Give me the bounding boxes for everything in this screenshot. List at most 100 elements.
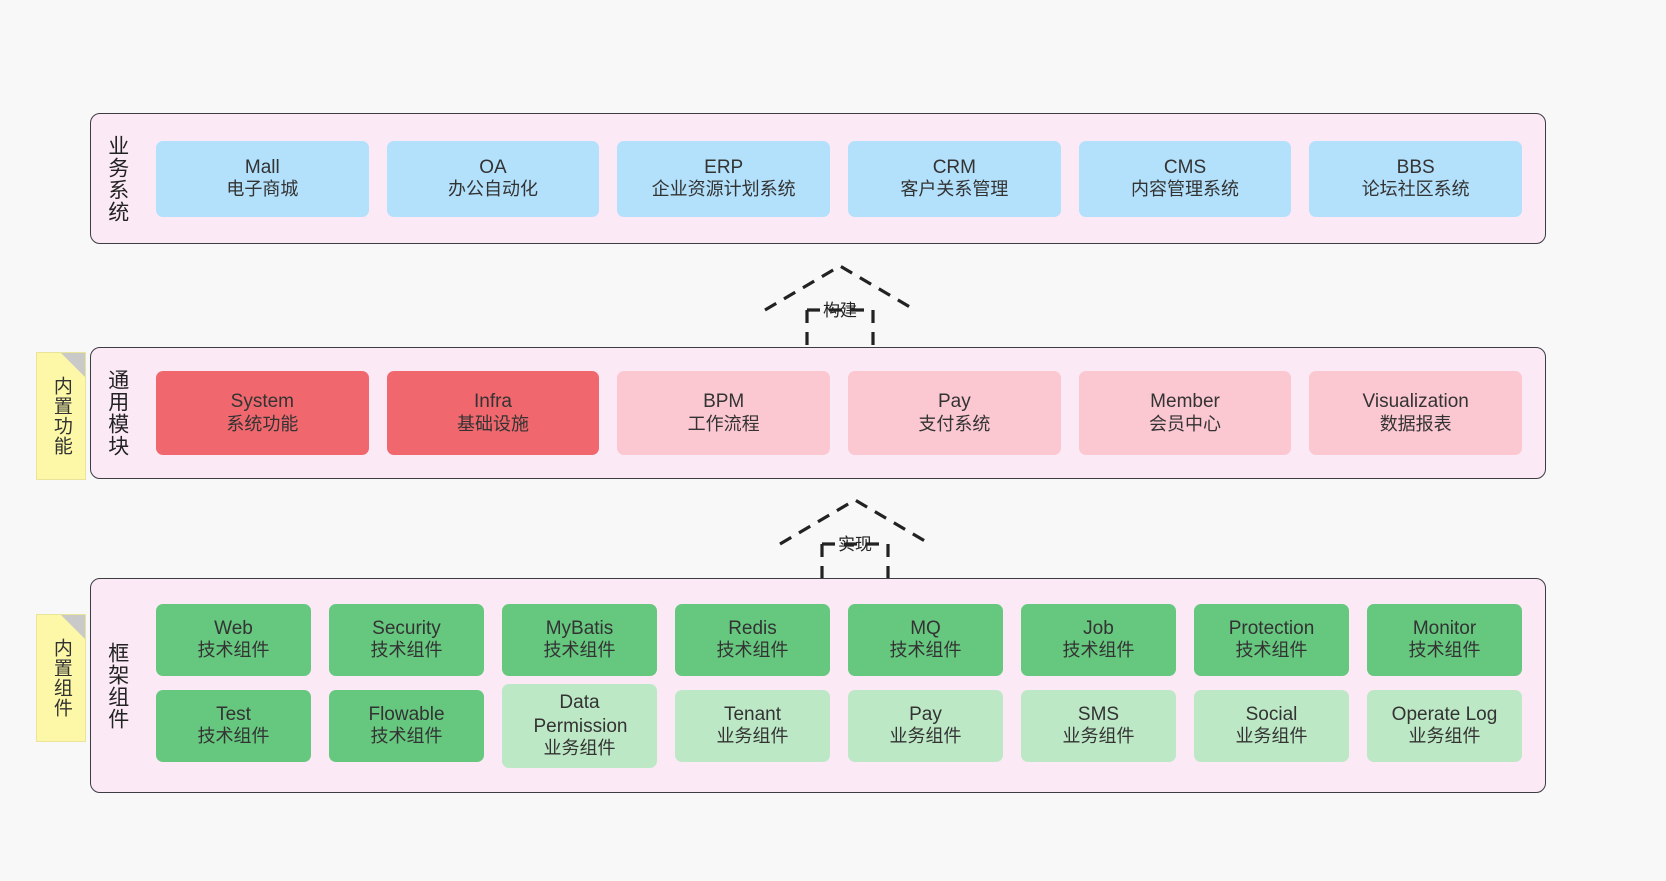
card-subtitle: 论坛社区系统	[1361, 179, 1470, 200]
connector-implement: 实现	[770, 492, 940, 584]
card-title: BBS	[1396, 156, 1435, 178]
card-subtitle: 业务组件	[716, 726, 789, 747]
card-flowable[interactable]: Flowable 技术组件	[329, 689, 484, 762]
note-fold-icon	[61, 353, 85, 377]
card-visualization[interactable]: Visualization 数据报表	[1309, 371, 1523, 455]
card-subtitle: 办公自动化	[448, 179, 538, 200]
card-subtitle: 支付系统	[918, 413, 991, 434]
card-title: OA	[479, 156, 507, 178]
card-web[interactable]: Web 技术组件	[156, 603, 311, 676]
card-subtitle: 技术组件	[889, 640, 962, 661]
card-oa[interactable]: OA 办公自动化	[386, 140, 600, 217]
card-monitor[interactable]: Monitor 技术组件	[1367, 603, 1522, 676]
connector-implement-label: 实现	[838, 535, 872, 554]
layer-body-business-systems: Mall 电子商城 OA 办公自动化 ERP 企业资源计划系统 CRM 客户关系…	[143, 114, 1545, 243]
card-title: Protection	[1228, 617, 1315, 639]
card-crm[interactable]: CRM 客户关系管理	[848, 140, 1061, 217]
card-pay-component[interactable]: Pay 业务组件	[848, 689, 1003, 762]
card-subtitle: 企业资源计划系统	[651, 179, 796, 200]
card-mq[interactable]: MQ 技术组件	[848, 603, 1003, 676]
card-title: Data Permission	[533, 692, 628, 737]
card-protection[interactable]: Protection 技术组件	[1194, 603, 1349, 676]
card-subtitle: 技术组件	[716, 640, 789, 661]
card-title: Social	[1245, 703, 1298, 725]
card-mybatis[interactable]: MyBatis 技术组件	[502, 603, 657, 676]
card-subtitle: 技术组件	[543, 640, 616, 661]
card-title: CRM	[932, 156, 976, 178]
card-cms[interactable]: CMS 内容管理系统	[1078, 140, 1292, 217]
card-title: ERP	[704, 156, 744, 178]
card-bbs[interactable]: BBS 论坛社区系统	[1309, 140, 1523, 217]
card-tenant[interactable]: Tenant 业务组件	[675, 689, 830, 762]
connector-implement-shape	[779, 498, 931, 582]
card-subtitle: 技术组件	[370, 640, 443, 661]
connector-build-shape	[764, 264, 916, 348]
card-title: Test	[216, 703, 251, 725]
card-subtitle: 业务组件	[543, 737, 616, 758]
card-security[interactable]: Security 技术组件	[329, 603, 484, 676]
card-bpm[interactable]: BPM 工作流程	[617, 371, 831, 455]
card-subtitle: 技术组件	[1062, 640, 1135, 661]
card-subtitle: 客户关系管理	[900, 179, 1009, 200]
card-subtitle: 基础设施	[457, 413, 529, 434]
card-title: MyBatis	[545, 617, 614, 639]
note-builtin-features: 内置功能	[36, 352, 86, 480]
layer-framework-components: 框架组件 Web 技术组件 Security 技术组件 MyBatis 技术组件…	[90, 578, 1546, 793]
note-label: 内置组件	[50, 638, 72, 718]
card-operate-log[interactable]: Operate Log 业务组件	[1367, 689, 1522, 762]
card-test[interactable]: Test 技术组件	[156, 689, 311, 762]
framework-row-technical: Web 技术组件 Security 技术组件 MyBatis 技术组件 Redi…	[147, 603, 1531, 676]
card-title: Member	[1150, 391, 1220, 413]
card-title: Tenant	[723, 703, 782, 725]
card-title: MQ	[910, 617, 941, 639]
card-infra[interactable]: Infra 基础设施	[386, 371, 600, 455]
layer-title-common-modules: 通用模块	[105, 369, 129, 457]
card-subtitle: 内容管理系统	[1131, 179, 1240, 200]
connector-build-label: 构建	[823, 301, 857, 320]
card-subtitle: 业务组件	[1408, 726, 1481, 747]
card-sms[interactable]: SMS 业务组件	[1021, 689, 1176, 762]
card-job[interactable]: Job 技术组件	[1021, 603, 1176, 676]
card-title: Pay	[909, 703, 942, 725]
note-label: 内置功能	[50, 376, 72, 456]
card-social[interactable]: Social 业务组件	[1194, 689, 1349, 762]
card-erp[interactable]: ERP 企业资源计划系统	[617, 140, 831, 217]
card-subtitle: 技术组件	[1408, 640, 1481, 661]
card-subtitle: 业务组件	[889, 726, 962, 747]
card-title: Security	[372, 617, 441, 639]
layer-body-framework-components: Web 技术组件 Security 技术组件 MyBatis 技术组件 Redi…	[143, 579, 1545, 792]
note-fold-icon	[61, 615, 85, 639]
card-subtitle: 技术组件	[197, 640, 270, 661]
card-title: Operate Log	[1391, 703, 1498, 725]
layer-title-business-systems: 业务系统	[105, 134, 129, 223]
card-subtitle: 电子商城	[226, 179, 299, 200]
card-title: Flowable	[368, 703, 445, 725]
card-subtitle: 技术组件	[197, 726, 270, 747]
card-redis[interactable]: Redis 技术组件	[675, 603, 830, 676]
card-data-permission[interactable]: Data Permission 业务组件	[502, 683, 657, 768]
layer-business-systems: 业务系统 Mall 电子商城 OA 办公自动化 ERP 企业资源计划系统 CRM…	[90, 113, 1546, 244]
layer-title-framework-components: 框架组件	[105, 641, 129, 730]
card-title: Mall	[244, 156, 280, 178]
card-title: BPM	[703, 391, 745, 413]
layer-common-modules: 通用模块 System 系统功能 Infra 基础设施 BPM 工作流程 Pay…	[90, 347, 1546, 479]
card-member[interactable]: Member 会员中心	[1078, 371, 1292, 455]
card-subtitle: 业务组件	[1062, 726, 1135, 747]
card-title: CMS	[1163, 156, 1207, 178]
card-title: Infra	[473, 391, 513, 413]
card-subtitle: 技术组件	[370, 726, 443, 747]
card-title: Job	[1083, 617, 1114, 639]
card-subtitle: 系统功能	[226, 413, 299, 434]
connector-build: 构建	[755, 258, 925, 350]
framework-row-business: Test 技术组件 Flowable 技术组件 Data Permission …	[147, 683, 1531, 768]
card-pay-module[interactable]: Pay 支付系统	[848, 371, 1061, 455]
card-title: Redis	[728, 617, 777, 639]
card-mall[interactable]: Mall 电子商城	[156, 140, 369, 217]
card-title: Pay	[937, 391, 971, 413]
card-subtitle: 工作流程	[687, 413, 760, 434]
card-subtitle: 会员中心	[1149, 413, 1222, 434]
card-system[interactable]: System 系统功能	[156, 371, 369, 455]
card-title: SMS	[1077, 703, 1120, 725]
card-subtitle: 数据报表	[1379, 413, 1452, 434]
